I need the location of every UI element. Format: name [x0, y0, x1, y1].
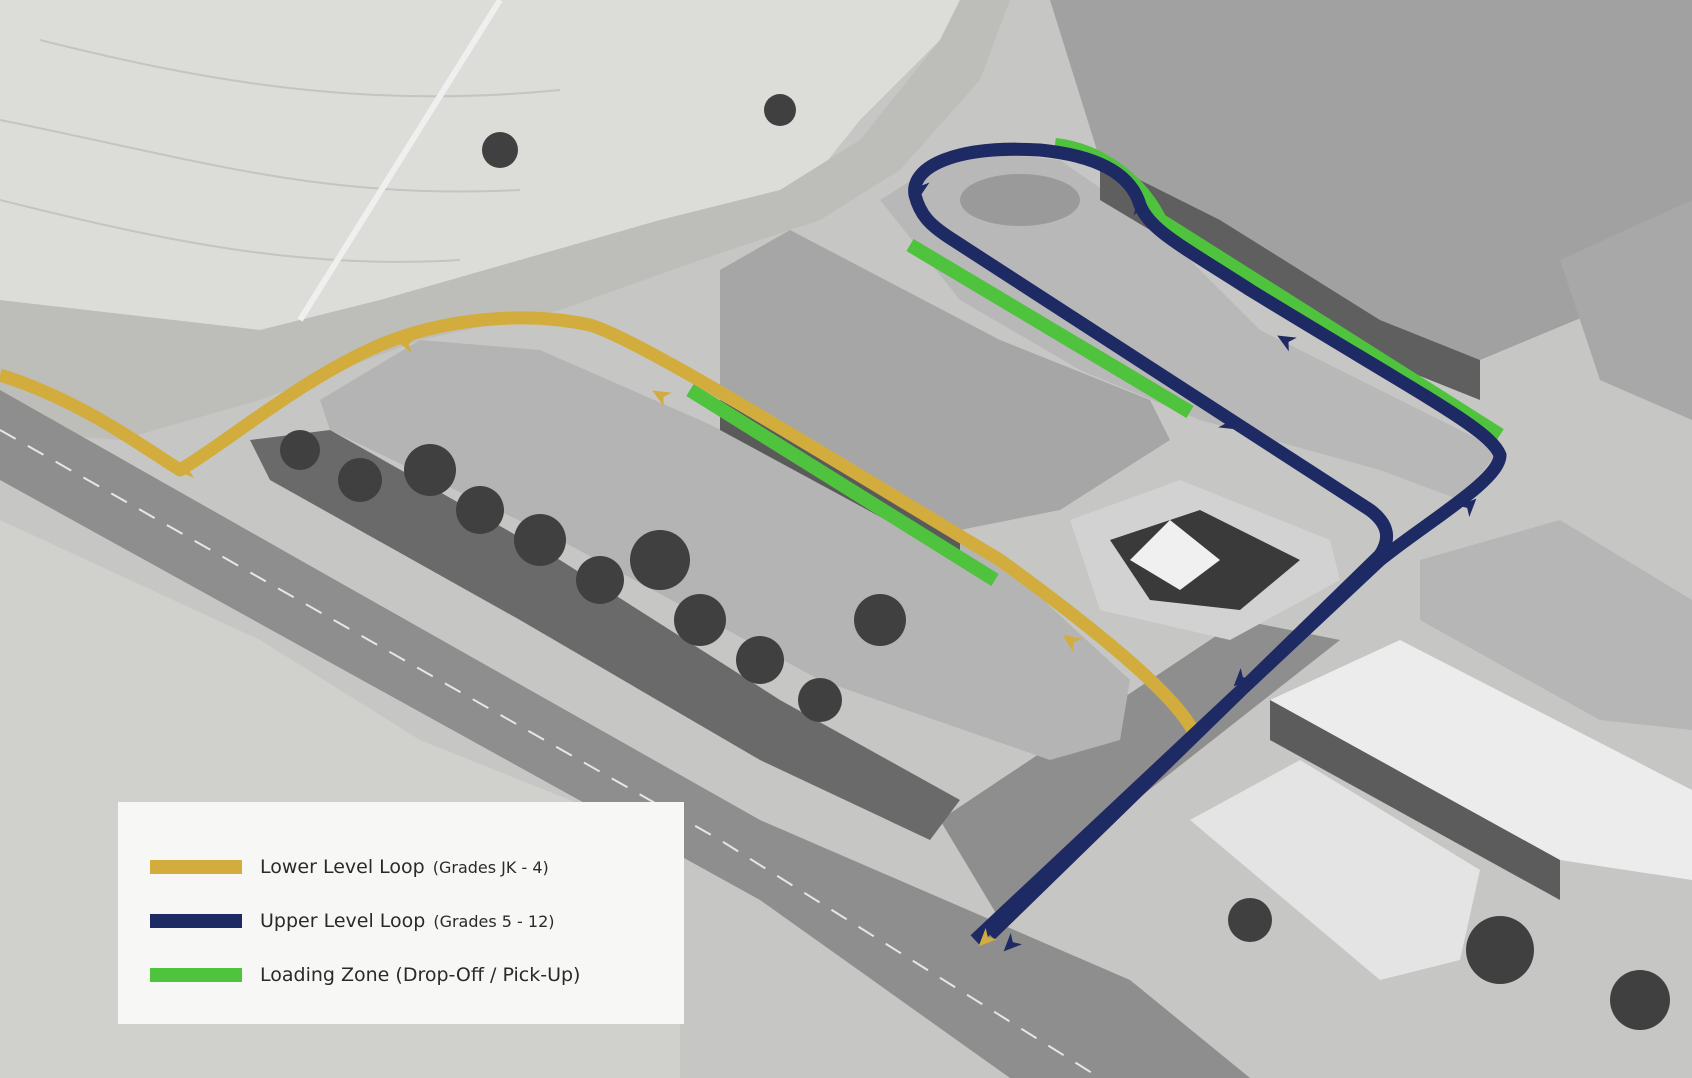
legend-label-upper: Upper Level Loop: [260, 910, 426, 932]
hill-terrace-line: [0, 39, 561, 263]
right-parking-lot: [1420, 520, 1692, 730]
arrow-upper-2: [1133, 196, 1150, 216]
lower-right-building-wall: [1270, 700, 1560, 900]
loading-zone-upper-left: [906, 238, 1194, 419]
arrow-upper-1: [913, 179, 930, 199]
shade-canopy: [1130, 520, 1220, 590]
hillside-grass: [0, 0, 960, 380]
legend-label-lower: Lower Level Loop: [260, 856, 425, 878]
road-lane-line: [0, 429, 1101, 1078]
upper-parking-lot: [880, 150, 1500, 500]
legend-note-lower: (Grades JK - 4): [432, 857, 549, 877]
arrow-lower-4: [1062, 634, 1082, 652]
arrow-lower-3: [652, 390, 672, 407]
legend-swatch-upper: [150, 914, 242, 928]
right-main-building-wall: [1100, 160, 1480, 400]
right-main-building-roof: [1050, 0, 1692, 360]
route-lines: [0, 138, 1507, 952]
hill-path: [297, 0, 503, 322]
legend-item-loading: Loading Zone (Drop-Off / Pick-Up): [150, 948, 652, 1002]
legend-label-loading: Loading Zone (Drop-Off / Pick-Up): [260, 964, 581, 986]
hillside-slope: [0, 0, 1010, 440]
arrow-upper-3: [1277, 335, 1297, 352]
legend-swatch-lower: [150, 860, 242, 874]
landscape-strip: [250, 430, 960, 840]
arrow-lower-2: [396, 337, 416, 354]
tree-cluster: [280, 94, 1670, 1030]
loading-zone-lower: [686, 384, 999, 586]
arrow-upper-5: [1457, 498, 1477, 518]
main-road: [0, 390, 1250, 1078]
lower-parking-lot: [320, 340, 1130, 760]
arrow-upper-4: [1218, 413, 1238, 430]
roundabout-island: [960, 174, 1080, 226]
legend-swatch-loading: [150, 968, 242, 982]
bottom-right-building-roof: [1190, 760, 1480, 980]
lower-right-building-roof: [1270, 640, 1692, 880]
arrow-lower-1: [176, 462, 194, 478]
legend-item-upper: Upper Level Loop (Grades 5 - 12): [150, 894, 652, 948]
map-legend: Lower Level Loop (Grades JK - 4) Upper L…: [118, 802, 684, 1024]
legend-note-upper: (Grades 5 - 12): [433, 911, 555, 931]
legend-item-lower: Lower Level Loop (Grades JK - 4): [150, 840, 652, 894]
right-wing-roof: [1560, 200, 1692, 420]
arrow-upper-6: [1233, 667, 1253, 687]
